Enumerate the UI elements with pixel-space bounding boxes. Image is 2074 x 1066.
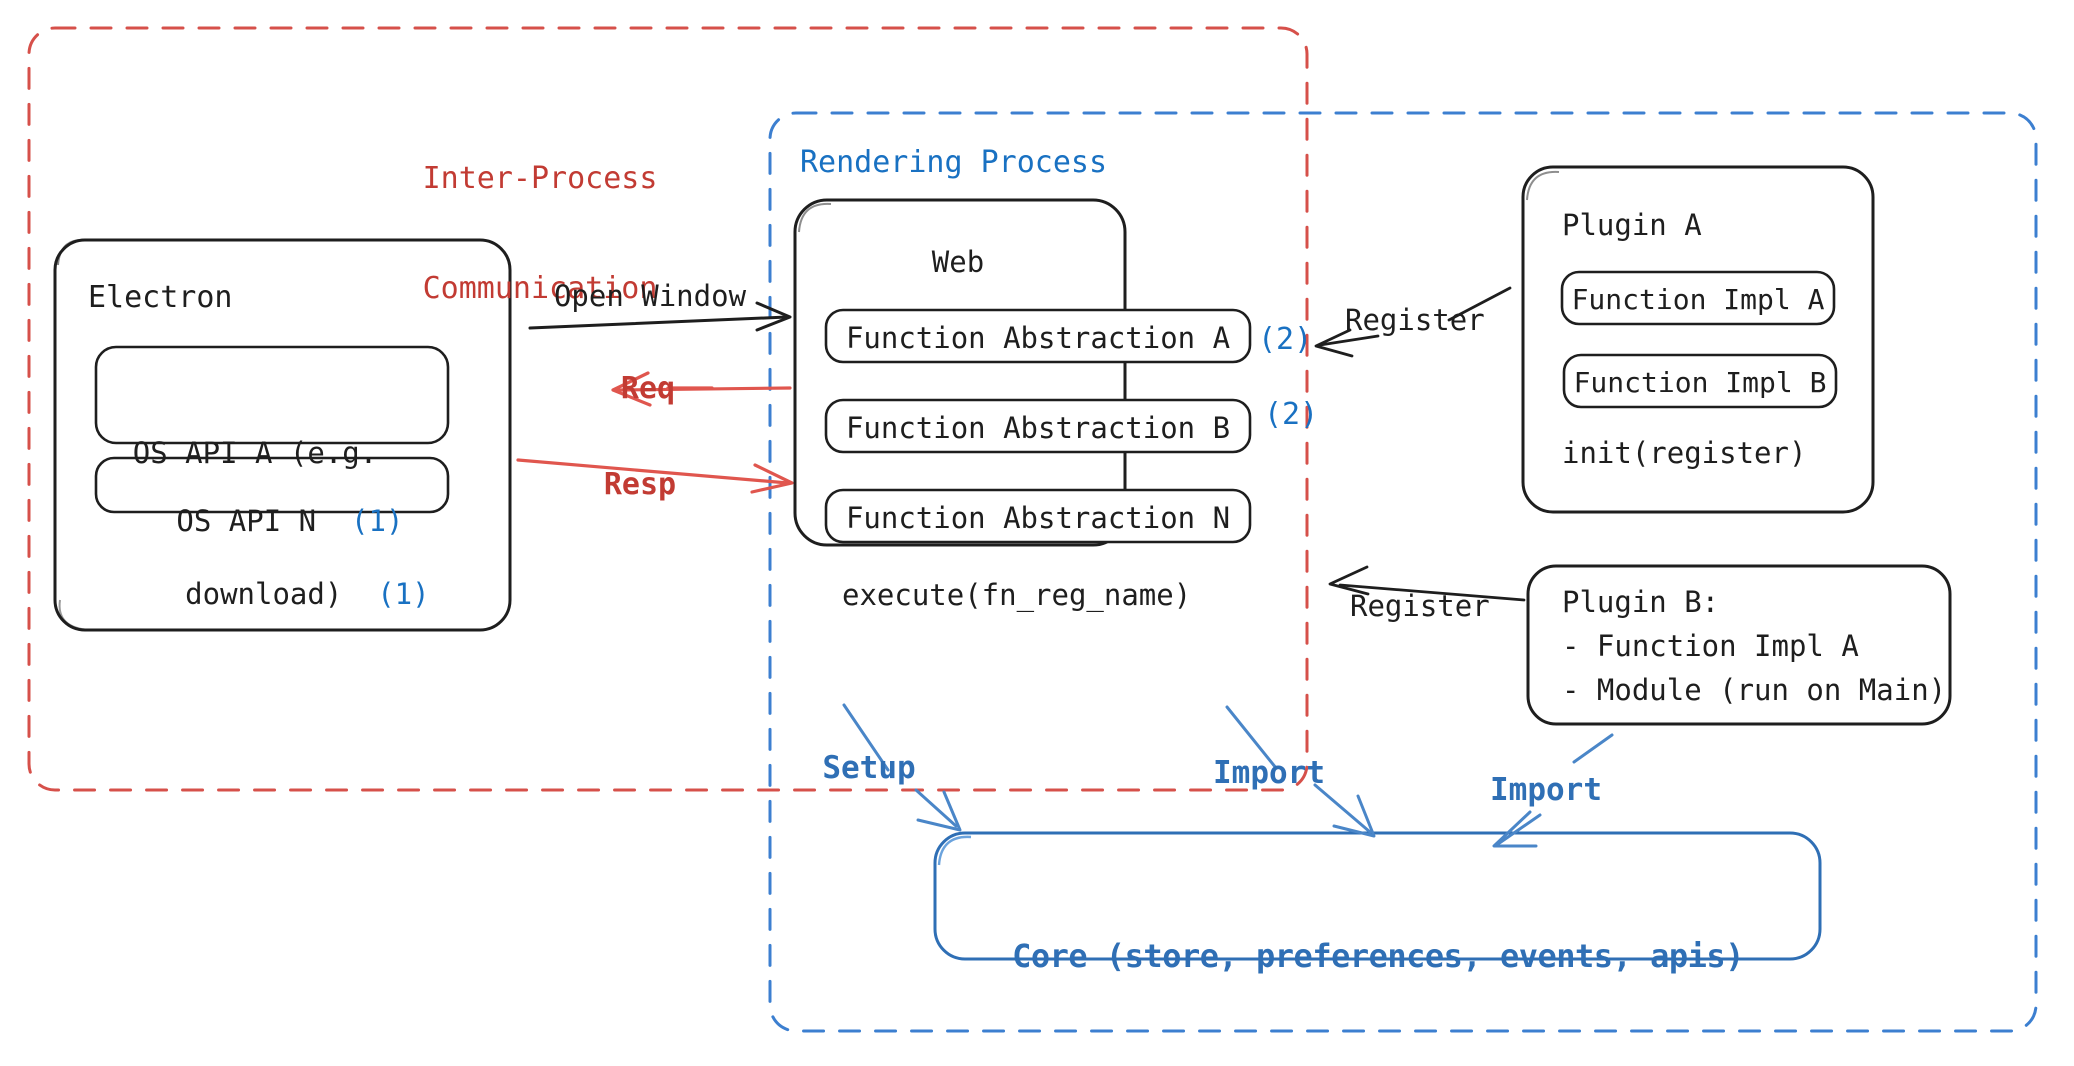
- edge-label-register-plugin-a: Register: [1345, 303, 1485, 337]
- plugin-a-title: Plugin A: [1562, 208, 1702, 242]
- arrow-resp: [516, 458, 794, 494]
- arrow-setup: [842, 703, 962, 832]
- arrow-import-web: [1225, 705, 1376, 838]
- edge-label-setup: Setup: [822, 750, 916, 786]
- os-api-n-text: OS API N: [176, 504, 317, 539]
- function-impl-a-label: Function Impl A: [1571, 283, 1825, 316]
- os-api-n-box: [94, 456, 450, 514]
- function-abstraction-b-marker: (2): [1264, 397, 1319, 432]
- os-api-a-box: [94, 345, 450, 445]
- ipc-label-line1: Inter-Process: [422, 161, 658, 197]
- arrow-import-plugin: [1492, 733, 1614, 848]
- edge-label-register-plugin-b: Register: [1350, 589, 1490, 623]
- ipc-label-line2: Communication: [422, 270, 658, 306]
- function-impl-b-box: [1562, 353, 1838, 409]
- plugin-a-init-label: init(register): [1562, 436, 1807, 470]
- plugin-b-box: [1526, 564, 1952, 726]
- core-box: [933, 831, 1822, 961]
- function-abstraction-n-label: Function Abstraction N: [845, 501, 1231, 535]
- edge-label-req: Req: [620, 371, 676, 406]
- plugin-b-item-1: - Module (run on Main): [1562, 673, 1947, 707]
- os-api-a-line1: OS API A (e.g.: [132, 435, 378, 470]
- function-abstraction-b-box: [824, 398, 1252, 454]
- plugin-a-box: [1521, 165, 1875, 514]
- function-abstraction-n-box: [824, 488, 1252, 544]
- os-api-n-label: OS API N (1): [107, 469, 404, 575]
- edge-label-import-web: Import: [1213, 755, 1325, 791]
- os-api-n-marker: (1): [351, 504, 404, 539]
- os-api-a-line2-text: download): [185, 577, 343, 612]
- os-api-a-label: OS API A (e.g. download) (1): [80, 365, 430, 719]
- os-api-a-marker: (1): [377, 577, 430, 612]
- function-abstraction-b-label: Function Abstraction B: [845, 411, 1231, 445]
- electron-title: Electron: [88, 280, 233, 315]
- function-impl-b-label: Function Impl B: [1573, 366, 1827, 399]
- edge-label-resp: Resp: [603, 467, 677, 502]
- function-abstraction-a-label: Function Abstraction A: [845, 321, 1231, 355]
- core-line-1: Core (store, preferences, events, apis): [1012, 937, 1744, 976]
- plugin-b-item-0: - Function Impl A: [1562, 629, 1859, 663]
- arrow-open-window: [528, 301, 792, 332]
- plugin-b-title: Plugin B:: [1562, 585, 1720, 619]
- arrow-register-plugin-a: [1314, 286, 1512, 358]
- arrow-req: [611, 371, 792, 407]
- web-box: [793, 198, 1127, 547]
- ipc-region-label: Inter-Process Communication: [423, 88, 658, 381]
- execute-fn-label: execute(fn_reg_name): [842, 578, 1192, 612]
- function-abstraction-a-marker: (2): [1258, 322, 1313, 357]
- ipc-region-boundary: [27, 26, 1309, 792]
- rendering-region-label: Rendering Process: [800, 145, 1108, 180]
- function-impl-a-box: [1560, 270, 1836, 326]
- arrow-register-plugin-b: [1328, 565, 1526, 602]
- os-api-a-line2: download) (1): [80, 542, 429, 648]
- edge-label-open-window: Open Window: [553, 279, 747, 313]
- function-abstraction-a-box: [824, 308, 1252, 364]
- core-label: Core (store, preferences, events, apis) …: [1012, 848, 1744, 1066]
- web-title: Web: [931, 245, 985, 279]
- edge-label-import-plugin: Import: [1490, 772, 1602, 808]
